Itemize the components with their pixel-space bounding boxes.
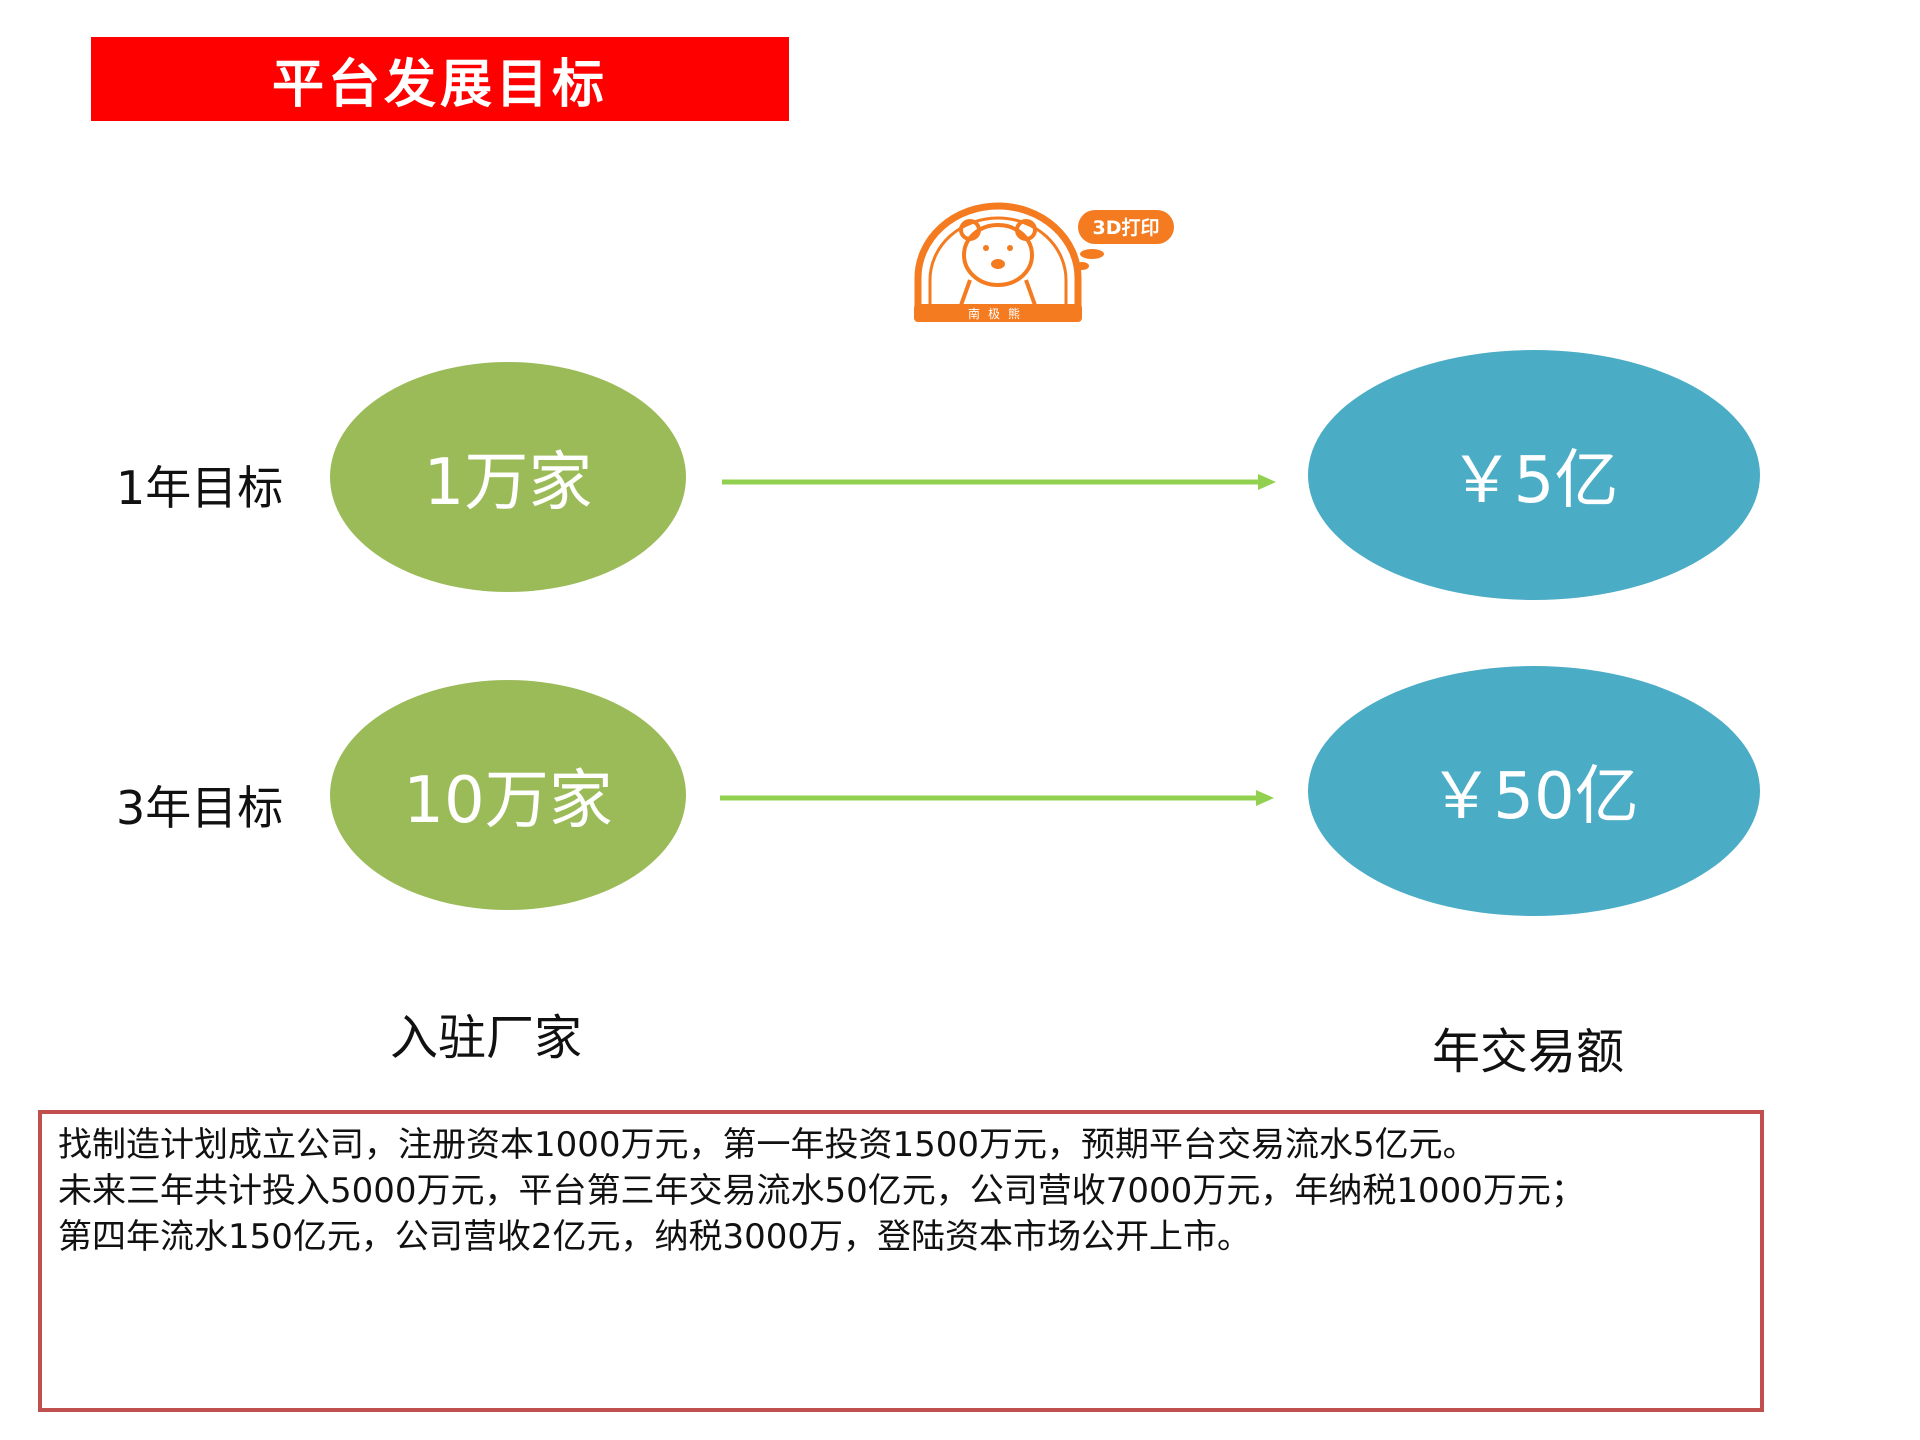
vendors-ellipse-year1: 1万家 <box>330 362 686 592</box>
page-title: 平台发展目标 <box>271 54 608 115</box>
notes-line-2: 未来三年共计投入5000万元，平台第三年交易流水50亿元，公司营收7000万元，… <box>58 1171 1585 1211</box>
column-label-vendors: 入驻厂家 <box>390 1010 583 1066</box>
row-label-year1: 1年目标 <box>116 461 284 515</box>
arrow-year1 <box>722 474 1276 490</box>
title-banner: 平台发展目标 <box>91 37 789 121</box>
notes-box: 找制造计划成立公司，注册资本1000万元，第一年投资1500万元，预期平台交易流… <box>38 1110 1764 1412</box>
logo-badge-text: 3D打印 <box>1093 216 1160 239</box>
logo-brand-text: 南极熊 <box>968 306 1028 321</box>
volume-value-year1: ￥5亿 <box>1449 444 1619 518</box>
column-label-volume: 年交易额 <box>1432 1024 1625 1080</box>
volume-ellipse-year1: ￥5亿 <box>1308 350 1760 600</box>
vendors-value-year3: 10万家 <box>403 764 613 838</box>
volume-value-year3: ￥50亿 <box>1429 760 1639 834</box>
notes-line-3: 第四年流水150亿元，公司营收2亿元，纳税3000万，登陆资本市场公开上市。 <box>58 1217 1252 1257</box>
notes-line-1: 找制造计划成立公司，注册资本1000万元，第一年投资1500万元，预期平台交易流… <box>58 1125 1477 1165</box>
vendors-ellipse-year3: 10万家 <box>330 680 686 910</box>
vendors-value-year1: 1万家 <box>423 446 593 520</box>
arrow-year3 <box>720 790 1274 806</box>
bear-logo-icon: 南极熊 3D打印 <box>914 202 1174 322</box>
row-label-year3: 3年目标 <box>116 781 284 835</box>
volume-ellipse-year3: ￥50亿 <box>1308 666 1760 916</box>
